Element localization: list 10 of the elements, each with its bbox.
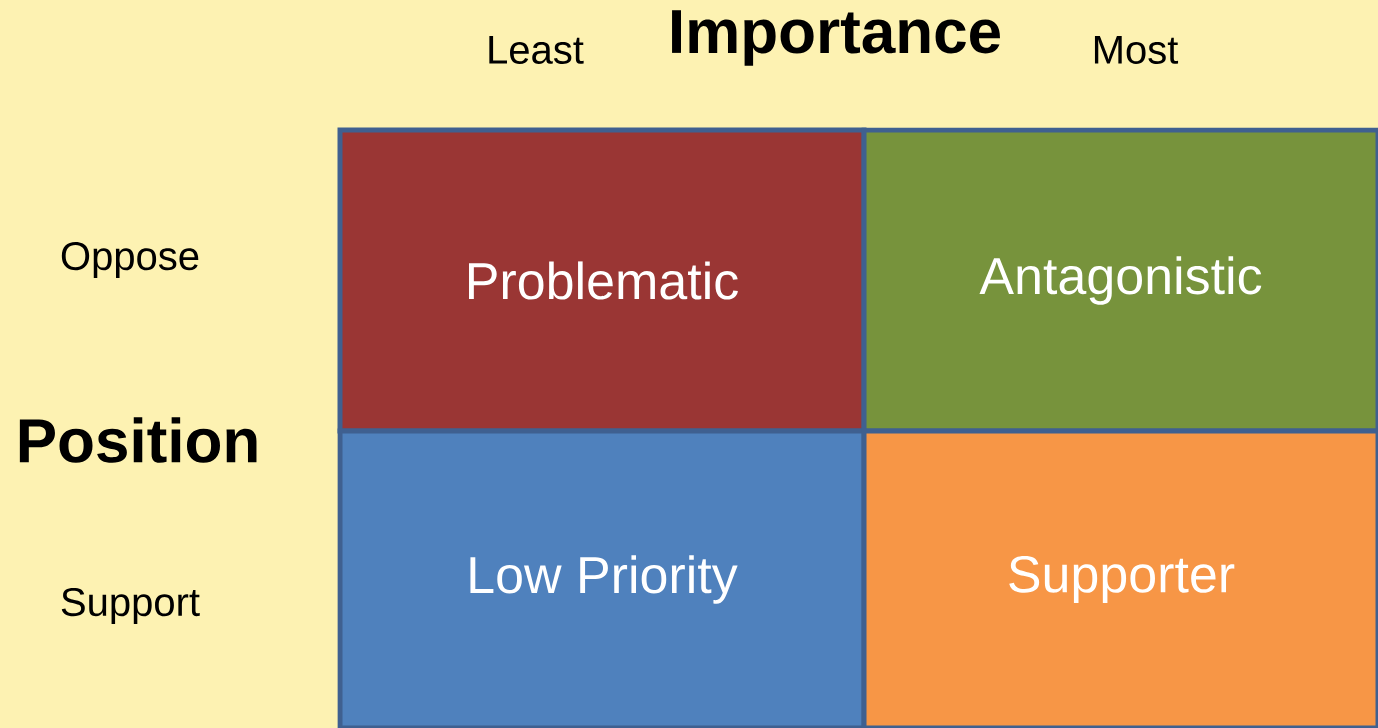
axis-title: Position [19,417,257,463]
quadrant-box: Low Priority [337,428,867,728]
quadrant-box: Supporter [861,428,1378,728]
axis-end-label: Least [489,36,584,64]
axis-title: Importance [672,10,1000,66]
quadrant-box: Problematic [337,127,867,434]
axis-end-label: Oppose [61,241,199,279]
axis-end-label: Most [1094,36,1179,64]
axis-end-label: Support [61,587,200,625]
quadrant-box: Antagonistic [861,127,1378,434]
